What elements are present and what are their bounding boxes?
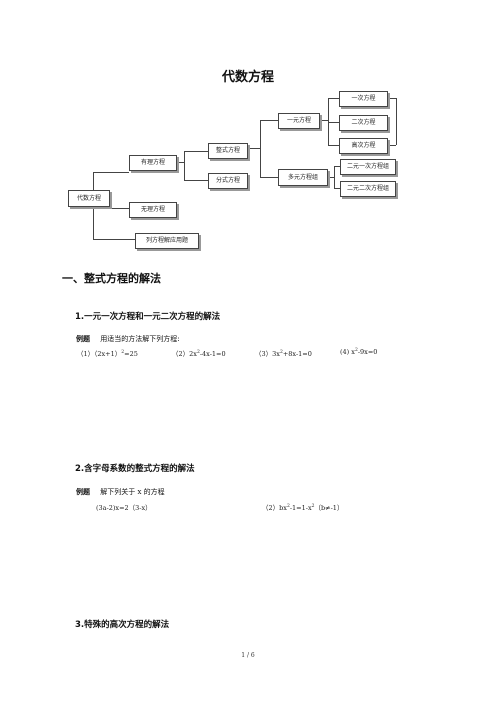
diagram-node-rational: 有理方程 [129, 155, 177, 171]
equation-1: （1）（2x+1）2=25 [77, 349, 138, 358]
example-text: 用适当的方法解下列方程: [100, 335, 180, 343]
equation-2: （2）2x2-4x-1=0 [172, 349, 226, 358]
diagram-node-polynomial: 整式方程 [208, 143, 248, 159]
diagram-node-irrational: 无理方程 [129, 202, 177, 218]
diagram-node-word-problem: 列方程解应用题 [135, 233, 199, 249]
example-label: 例题 [76, 334, 90, 343]
example-2-prompt: 例题 解下列关于 x 的方程 [76, 487, 165, 497]
diagram-node-linear: 一次方程 [339, 91, 388, 107]
subsection-heading-3: 3.特殊的高次方程的解法 [75, 620, 170, 630]
equation-5: (3a-2)x=2（3-x） [96, 504, 152, 512]
diagram-node-root: 代数方程 [68, 190, 110, 207]
example-1-prompt: 例题 用适当的方法解下列方程: [76, 334, 180, 344]
diagram-node-multi-var: 多元方程组 [278, 169, 328, 186]
equation-6: （2）bx2-1=1-x2（b≠-1） [262, 503, 344, 512]
diagram-node-fractional: 分式方程 [208, 173, 248, 189]
section-heading: 一、整式方程的解法 [62, 272, 161, 285]
diagram-node-higher: 高次方程 [339, 138, 388, 154]
diagram-node-linear-system: 二元一次方程组 [340, 159, 396, 175]
subsection-heading-2: 2.含字母系数的整式方程的解法 [75, 464, 195, 474]
equation-4: (4) x2-9x=0 [340, 348, 378, 357]
page-title: 代数方程 [221, 70, 274, 85]
diagram-node-one-var: 一元方程 [278, 113, 320, 129]
equation-3: （3）3x2+8x-1=0 [255, 349, 312, 358]
diagram-node-quadratic: 二次方程 [339, 115, 388, 131]
example-text: 解下列关于 x 的方程 [100, 488, 165, 496]
subsection-heading-1: 1.一元一次方程和一元二次方程的解法 [75, 312, 221, 322]
example-label: 例题 [76, 487, 90, 496]
page-number: 1 / 6 [241, 652, 255, 659]
diagram-node-quadratic-system: 二元二次方程组 [340, 181, 396, 197]
